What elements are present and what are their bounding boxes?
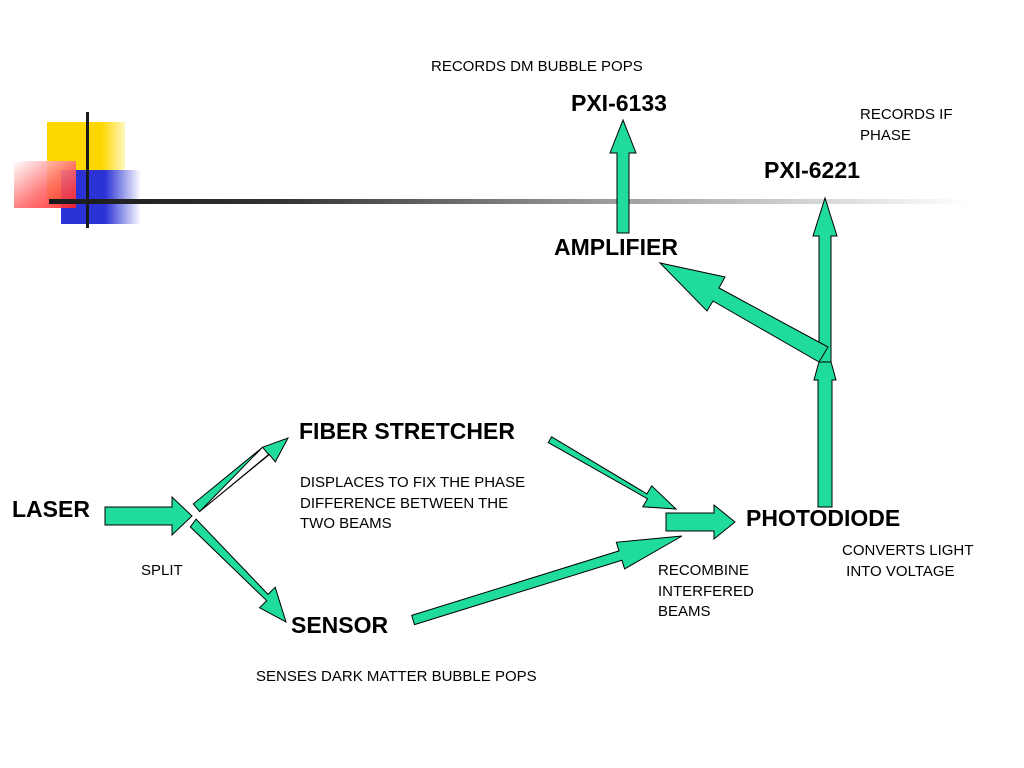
recombine-note: RECOMBINE INTERFERED BEAMS (658, 562, 754, 620)
arrow-sensor-to-junction (411, 535, 683, 626)
arrow-fiber-stretcher-to-junction (547, 436, 678, 510)
arrow-junction-to-photodiode (665, 503, 736, 541)
arrow-to-amplifier (658, 262, 829, 363)
deco-horizontal-line (49, 199, 969, 204)
split-note: SPLIT (141, 562, 183, 579)
pxi-6221-label: PXI-6221 (764, 157, 860, 183)
records-if-phase-note: RECORDS IF PHASE (860, 106, 953, 144)
arrow-amplifier-to-pxi-6133 (609, 118, 637, 234)
laser-label: LASER (12, 496, 90, 522)
fiber-stretcher-label: FIBER STRETCHER (299, 418, 515, 444)
photodiode-label: PHOTODIODE (746, 505, 901, 531)
arrow-laser-to-split (104, 495, 193, 537)
arrow-photodiode-up (813, 338, 837, 508)
arrow-to-pxi-6221 (812, 196, 838, 363)
arrow-split-to-sensor (189, 518, 287, 624)
amplifier-label: AMPLIFIER (554, 234, 678, 260)
converts-note: CONVERTS LIGHT INTO VOLTAGE (842, 542, 974, 580)
deco-vertical-line (86, 112, 89, 228)
sensor-label: SENSOR (291, 612, 389, 638)
pxi-6133-label: PXI-6133 (571, 90, 667, 116)
senses-note: SENSES DARK MATTER BUBBLE POPS (256, 668, 537, 685)
records-dm-note: RECORDS DM BUBBLE POPS (431, 58, 643, 75)
fiber-stretcher-description: DISPLACES TO FIX THE PHASE DIFFERENCE BE… (300, 474, 526, 532)
arrow-split-to-fiber-stretcher (192, 437, 290, 513)
